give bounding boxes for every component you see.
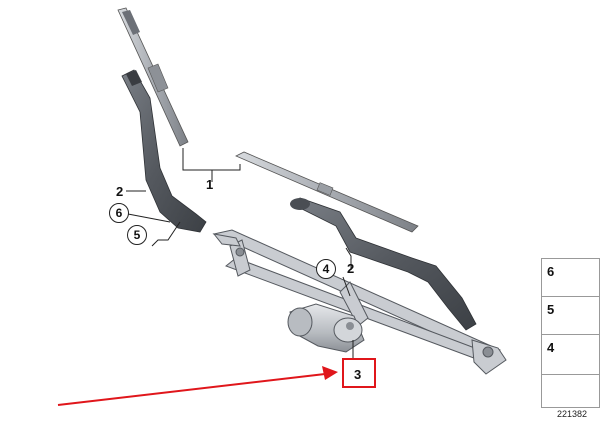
legend-nut-number: 5 xyxy=(547,302,555,317)
label-wiper-motor: 3 xyxy=(354,367,362,382)
wiper-blade-set-bracket xyxy=(182,148,241,182)
legend-nut-box: 5 xyxy=(541,296,600,336)
label-wiper-blade-set: 1 xyxy=(206,177,214,192)
label-nut-circled: 4 xyxy=(316,259,336,279)
wiper-blade-right xyxy=(235,151,419,233)
legend-bolt-number: 4 xyxy=(547,340,555,355)
legend-bolt-box: 4 xyxy=(541,334,600,376)
diagram-reference-number: 221382 xyxy=(557,409,588,419)
label-wiper-arm-right: 2 xyxy=(347,261,355,276)
highlight-arrow xyxy=(57,366,338,406)
label-wiper-motor-highlight: 3 xyxy=(342,358,376,388)
wiper-arm-left xyxy=(121,69,207,233)
wiper-blade-left xyxy=(117,7,189,147)
legend-cap-box: 6 xyxy=(541,258,600,298)
label-bolt-circled: 5 xyxy=(127,225,147,245)
leader-lines xyxy=(126,190,354,358)
wiper-arm-right xyxy=(290,197,477,331)
label-wiper-arm-left: 2 xyxy=(116,184,124,199)
legend-direction-box xyxy=(541,374,600,408)
wiper-linkage xyxy=(212,229,507,375)
legend-cap-number: 6 xyxy=(547,264,555,279)
wiper-motor xyxy=(287,303,365,353)
label-cap-circled: 6 xyxy=(109,203,129,223)
